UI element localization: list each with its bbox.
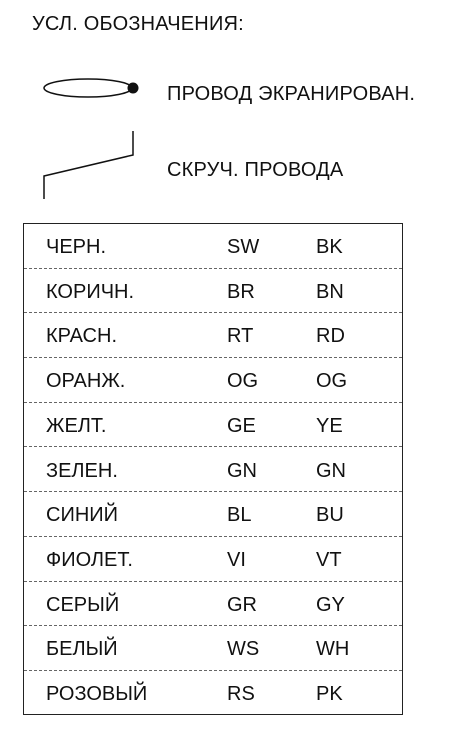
twisted-wires-icon (43, 131, 134, 199)
color-code-en: VT (316, 548, 342, 571)
shielded-wire-label: ПРОВОД ЭКРАНИРОВАН. (167, 83, 416, 105)
color-name-ru: СЕРЫЙ (46, 593, 120, 616)
row-divider (24, 669, 402, 671)
table-row: ЧЕРН. SW BK (24, 224, 402, 269)
color-name-ru: ЖЕЛТ. (46, 414, 107, 437)
row-divider (24, 625, 402, 627)
row-divider (24, 580, 402, 582)
twisted-wires-label: СКРУЧ. ПРОВОДА (167, 159, 344, 181)
table-row: ЖЕЛТ. GE YE (24, 403, 402, 448)
shielded-wire-icon (43, 78, 139, 98)
color-code-de: RS (227, 683, 255, 705)
color-name-ru: ЧЕРН. (46, 236, 107, 258)
color-name-ru: БЕЛЫЙ (46, 638, 118, 661)
color-code-en: YE (316, 414, 343, 437)
color-name-ru: РОЗОВЫЙ (46, 683, 148, 705)
row-divider (24, 491, 402, 493)
table-row: ЗЕЛЕН. GN GN (24, 448, 402, 493)
color-name-ru: ОРАНЖ. (46, 370, 126, 393)
color-code-de: GR (227, 593, 257, 616)
table-row: БЕЛЫЙ WS WH (24, 626, 402, 671)
color-code-en: WH (316, 638, 350, 661)
color-code-en: BK (316, 236, 343, 258)
color-name-ru: КОРИЧН. (46, 280, 135, 303)
color-code-en: BU (316, 504, 344, 527)
row-divider (24, 535, 402, 537)
legend-title: УСЛ. ОБОЗНАЧЕНИЯ: (32, 13, 244, 35)
table-row: СИНИЙ BL BU (24, 492, 402, 537)
row-divider (24, 446, 402, 448)
table-row: КРАСН. RT RD (24, 313, 402, 359)
table-row: КОРИЧН. BR BN (24, 269, 402, 314)
color-code-en: GY (316, 593, 345, 616)
color-code-en: RD (316, 325, 345, 348)
color-code-de: SW (227, 236, 260, 258)
row-divider (24, 401, 402, 403)
row-divider (24, 312, 402, 314)
wire-color-table: ЧЕРН. SW BK КОРИЧН. BR BN КРАСН. RT RD ОРАНЖ. OG OG… (23, 223, 403, 715)
color-name-ru: ЗЕЛЕН. (46, 459, 118, 482)
color-name-ru: СИНИЙ (46, 504, 119, 527)
row-divider (24, 267, 402, 269)
color-code-de: WS (227, 638, 260, 661)
row-divider (24, 357, 402, 359)
color-name-ru: ФИОЛЕТ. (46, 548, 133, 571)
color-code-de: GN (227, 459, 257, 482)
table-row: РОЗОВЫЙ RS PK (24, 671, 402, 716)
legend-symbols (43, 78, 139, 199)
color-code-de: BR (227, 280, 255, 303)
color-code-en: GN (316, 459, 346, 482)
color-code-en: OG (316, 370, 348, 393)
table-row: СЕРЫЙ GR GY (24, 582, 402, 627)
color-code-en: PK (316, 683, 343, 705)
table-row: ОРАНЖ. OG OG (24, 358, 402, 403)
color-code-en: BN (316, 280, 344, 303)
color-code-de: RT (227, 325, 254, 348)
color-code-de: BL (227, 504, 252, 527)
color-code-de: OG (227, 370, 259, 393)
color-code-de: GE (227, 414, 256, 437)
color-code-de: VI (227, 548, 246, 571)
color-name-ru: КРАСН. (46, 325, 117, 348)
table-row: ФИОЛЕТ. VI VT (24, 537, 402, 582)
